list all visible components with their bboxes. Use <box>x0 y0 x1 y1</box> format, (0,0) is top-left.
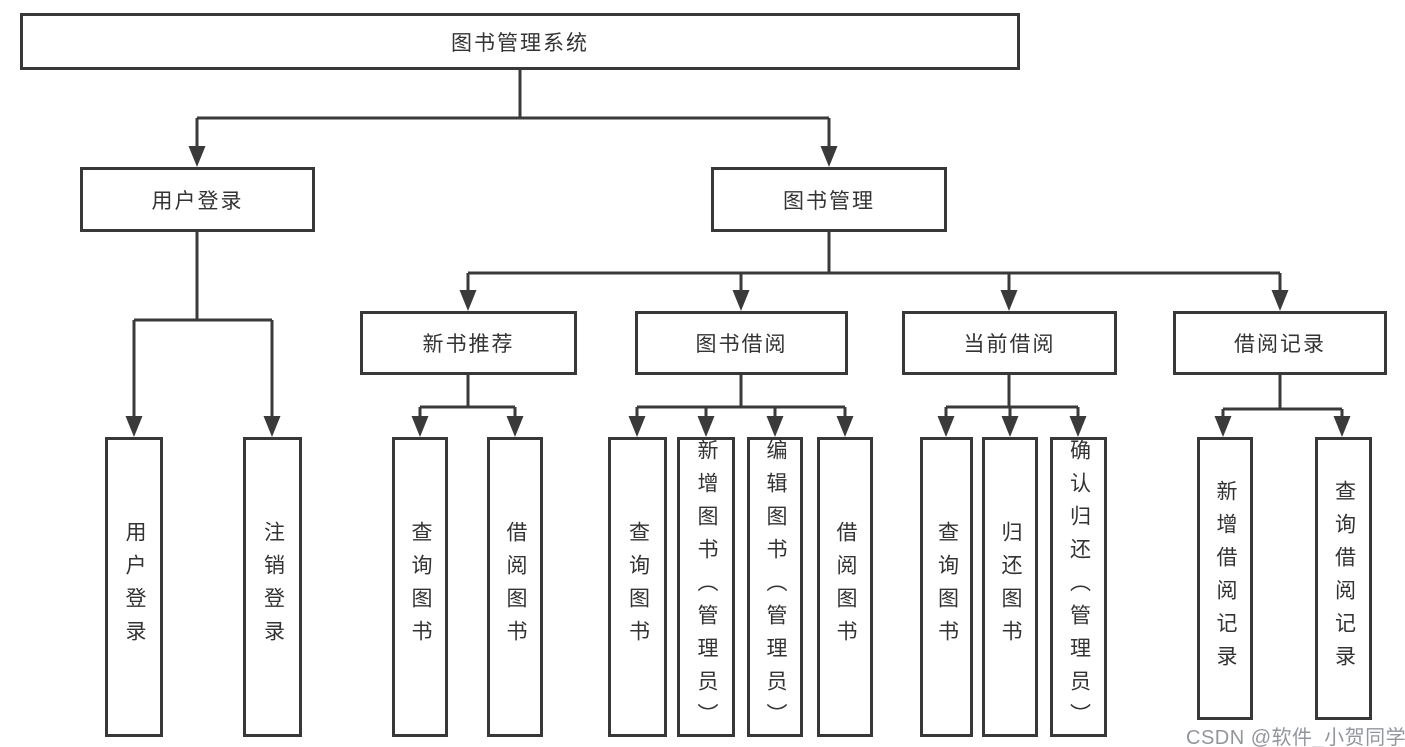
node-current-borrow: 当前借阅 <box>902 311 1117 375</box>
leaf-book-borrow-edit-label: 编辑图书（管理员） <box>764 438 787 736</box>
leaf-book-borrow-edit: 编辑图书（管理员） <box>747 437 803 737</box>
leaf-book-borrow-add-label: 新增图书（管理员） <box>695 438 718 736</box>
leaf-new-books-query-label: 查询图书 <box>409 521 432 653</box>
leaf-borrow-records-add-label: 新增借阅记录 <box>1214 479 1237 678</box>
leaf-book-borrow-borrow: 借阅图书 <box>817 437 873 737</box>
node-book-borrow: 图书借阅 <box>635 311 848 375</box>
leaf-current-borrow-confirm-label: 确认归还（管理员） <box>1067 438 1091 736</box>
leaf-current-borrow-query-label: 查询图书 <box>935 521 959 653</box>
leaf-book-borrow-query-label: 查询图书 <box>626 521 650 653</box>
leaf-book-borrow-query: 查询图书 <box>608 437 667 737</box>
watermark: CSDN @软件_小贺同学 <box>1186 727 1405 747</box>
node-book-mgmt: 图书管理 <box>711 167 947 232</box>
node-book-borrow-label: 图书借阅 <box>695 333 788 356</box>
leaf-borrow-records-query-label: 查询借阅记录 <box>1332 479 1356 678</box>
node-borrow-records: 借阅记录 <box>1173 311 1387 375</box>
connector-current-borrow-to-leaves <box>937 375 1087 437</box>
node-book-mgmt-label: 图书管理 <box>783 189 875 213</box>
node-root: 图书管理系统 <box>20 13 1020 70</box>
leaf-book-borrow-borrow-label: 借阅图书 <box>834 521 857 653</box>
node-user-login-label: 用户登录 <box>151 189 244 213</box>
connector-borrow-records-to-leaves <box>1214 375 1351 437</box>
leaf-borrow-records-query: 查询借阅记录 <box>1315 437 1372 720</box>
node-borrow-records-label: 借阅记录 <box>1234 333 1326 356</box>
leaf-current-borrow-return-label: 归还图书 <box>999 521 1022 653</box>
connector-new-books-to-leaves <box>411 375 524 437</box>
leaf-current-borrow-query: 查询图书 <box>920 437 973 737</box>
node-new-books: 新书推荐 <box>360 311 577 375</box>
node-new-books-label: 新书推荐 <box>422 333 515 356</box>
leaf-current-borrow-return: 归还图书 <box>982 437 1038 737</box>
connector-user-login-to-leaves <box>125 232 281 437</box>
leaf-logout: 注销登录 <box>243 437 302 737</box>
connector-book-borrow-to-leaves <box>628 375 854 437</box>
leaf-book-borrow-add: 新增图书（管理员） <box>677 437 735 737</box>
node-current-borrow-label: 当前借阅 <box>963 333 1056 356</box>
node-root-label: 图书管理系统 <box>451 31 589 55</box>
connector-book-mgmt-to-level3 <box>459 232 1289 311</box>
leaf-logout-label: 注销登录 <box>261 521 285 653</box>
leaf-new-books-query: 查询图书 <box>392 437 448 737</box>
leaf-user-login: 用户登录 <box>105 437 163 737</box>
leaf-new-books-borrow: 借阅图书 <box>487 437 543 737</box>
connector-root-to-level2 <box>188 70 838 167</box>
node-user-login: 用户登录 <box>80 167 315 232</box>
leaf-user-login-label: 用户登录 <box>123 521 146 653</box>
leaf-new-books-borrow-label: 借阅图书 <box>504 521 527 653</box>
leaf-borrow-records-add: 新增借阅记录 <box>1197 437 1253 720</box>
leaf-current-borrow-confirm: 确认归还（管理员） <box>1050 437 1107 737</box>
